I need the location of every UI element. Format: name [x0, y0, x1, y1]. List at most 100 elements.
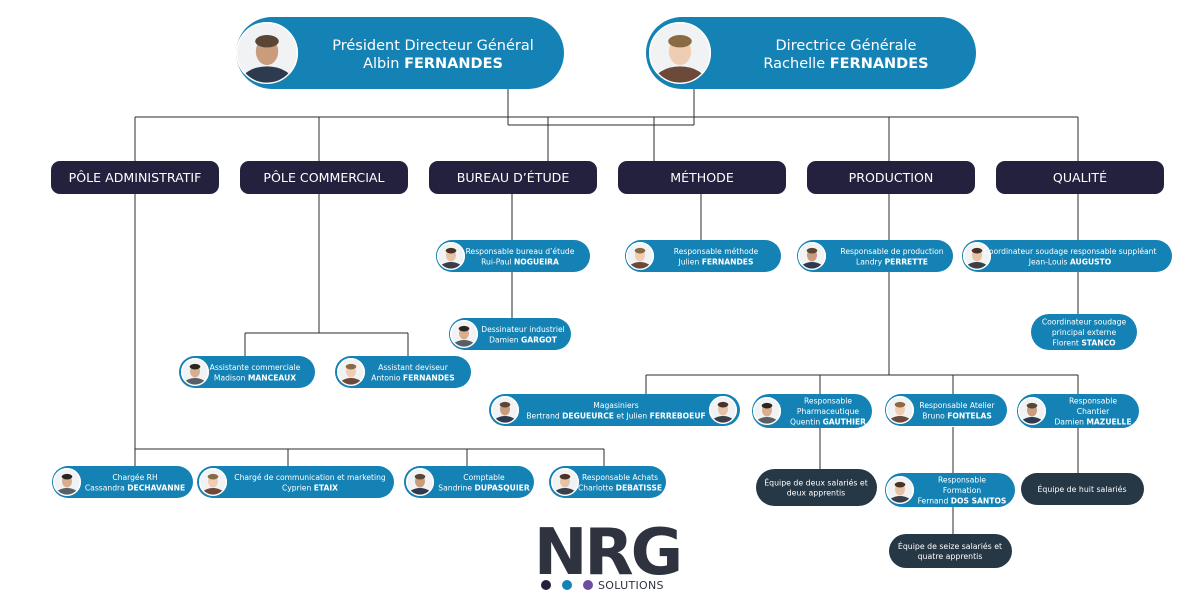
card-background	[962, 240, 1172, 272]
team-description: Équipe de seize salariés et	[898, 542, 1002, 551]
department-background	[240, 161, 408, 194]
logo-dot	[583, 580, 593, 590]
department-box: PÔLE ADMINISTRATIF	[51, 161, 219, 194]
last-name: DOS SANTOS	[951, 497, 1007, 506]
conjunction: et	[614, 411, 626, 420]
first-name: Charlotte	[578, 483, 616, 492]
first-name: Quentin	[790, 418, 823, 427]
person-role: Responsable de production	[840, 247, 943, 256]
person-avatar	[198, 468, 227, 497]
person-role: Responsable Atelier	[919, 401, 995, 410]
team-description: quatre apprentis	[918, 552, 983, 561]
department-name: MÉTHODE	[670, 170, 734, 185]
person-avatar	[491, 396, 520, 425]
first-name: Albin	[363, 56, 404, 72]
first-name: Bertrand	[526, 411, 562, 420]
last-name: GAUTHIER	[823, 418, 867, 427]
first-name: Bruno	[922, 411, 947, 420]
person-name: Sandrine DUPASQUIER	[438, 483, 530, 492]
team-description: Équipe de huit salariés	[1037, 485, 1126, 494]
team-description: Équipe de huit salariés	[1037, 485, 1126, 494]
person-role: Responsable méthode	[674, 247, 759, 256]
person-role: Magasiniers	[593, 401, 638, 410]
last-name: MAZUELLE	[1086, 418, 1131, 427]
person-role: Magasiniers	[593, 401, 638, 410]
person-name: Jean-Louis AUGUSTO	[1028, 257, 1112, 266]
person-role: Chargée RH	[112, 473, 157, 482]
department-name: PÔLE ADMINISTRATIF	[69, 170, 202, 185]
person-role: Comptable	[463, 473, 505, 482]
person-role: Chargé de communication et marketing	[234, 473, 386, 482]
person-avatar	[649, 22, 712, 84]
department-box: BUREAU D’ÉTUDE	[429, 161, 597, 194]
person-avatar	[626, 241, 655, 270]
executive-name: Albin FERNANDES	[363, 56, 503, 72]
team-background	[756, 469, 877, 506]
person-role: principal externe	[1052, 328, 1117, 337]
team-description: quatre apprentis	[918, 552, 983, 561]
team-description: deux apprentis	[787, 489, 846, 498]
person-avatar	[1018, 397, 1047, 426]
last-name: DUPASQUIER	[475, 483, 530, 492]
person-role: Responsable Atelier	[919, 401, 995, 410]
logo-tagline: SOLUTIONS	[598, 579, 664, 592]
department-background	[51, 161, 219, 194]
person-name: Bertrand DEGUEURCE et Julien FERREBOEUF	[526, 411, 705, 420]
executive-role: Président Directeur Général	[332, 38, 534, 54]
person-card: Coordinateur soudage responsable suppléa…	[962, 240, 1172, 272]
department-background	[429, 161, 597, 194]
card-background	[197, 466, 394, 498]
department-name: BUREAU D’ÉTUDE	[457, 170, 570, 185]
last-name: FONTELAS	[947, 411, 992, 420]
department-name: QUALITÉ	[1053, 170, 1107, 185]
person-role: Responsable	[1069, 397, 1117, 406]
person-role: Assistant deviseur	[378, 363, 449, 372]
first-name: Cassandra	[85, 483, 127, 492]
last-name: AUGUSTO	[1070, 257, 1112, 266]
person-avatar	[235, 22, 298, 84]
person-avatar	[886, 476, 915, 505]
card-background	[1031, 314, 1137, 350]
person-role: Responsable	[804, 397, 852, 406]
first-name: Damien	[1054, 418, 1086, 427]
person-role: Pharmaceutique	[797, 407, 859, 416]
person-card: Chargé de communication et marketingCypr…	[197, 466, 394, 498]
first-name: Julien	[678, 257, 702, 266]
department-name: MÉTHODE	[670, 170, 734, 185]
person-name: Landry PERRETTE	[856, 257, 928, 266]
first-name: Landry	[856, 257, 885, 266]
person-role: Responsable méthode	[674, 247, 759, 256]
last-name: ETAIX	[314, 483, 338, 492]
person-role: Responsable	[938, 476, 986, 485]
first-name: Rui-Paul	[481, 257, 514, 266]
card-background	[797, 240, 953, 272]
card-background	[549, 466, 666, 498]
person-name: Damien MAZUELLE	[1054, 418, 1131, 427]
person-role: Chantier	[1077, 407, 1110, 416]
person-role: Assistante commerciale	[210, 363, 301, 372]
logo-dot	[562, 580, 572, 590]
card-background	[752, 394, 872, 428]
person-role: Responsable	[1069, 397, 1117, 406]
person-role: Chargé de communication et marketing	[234, 473, 386, 482]
person-avatar	[53, 468, 82, 497]
team-description: Équipe de deux salariés et	[764, 479, 868, 488]
team-description: Équipe de seize salariés et	[898, 542, 1002, 551]
last-name: GARGOT	[521, 335, 558, 344]
person-avatar	[753, 397, 782, 426]
last-name: DECHAVANNE	[127, 483, 185, 492]
card-background	[1017, 394, 1139, 428]
person-avatar	[963, 241, 992, 270]
department-background	[618, 161, 786, 194]
department-name: PÔLE COMMERCIAL	[263, 170, 384, 185]
